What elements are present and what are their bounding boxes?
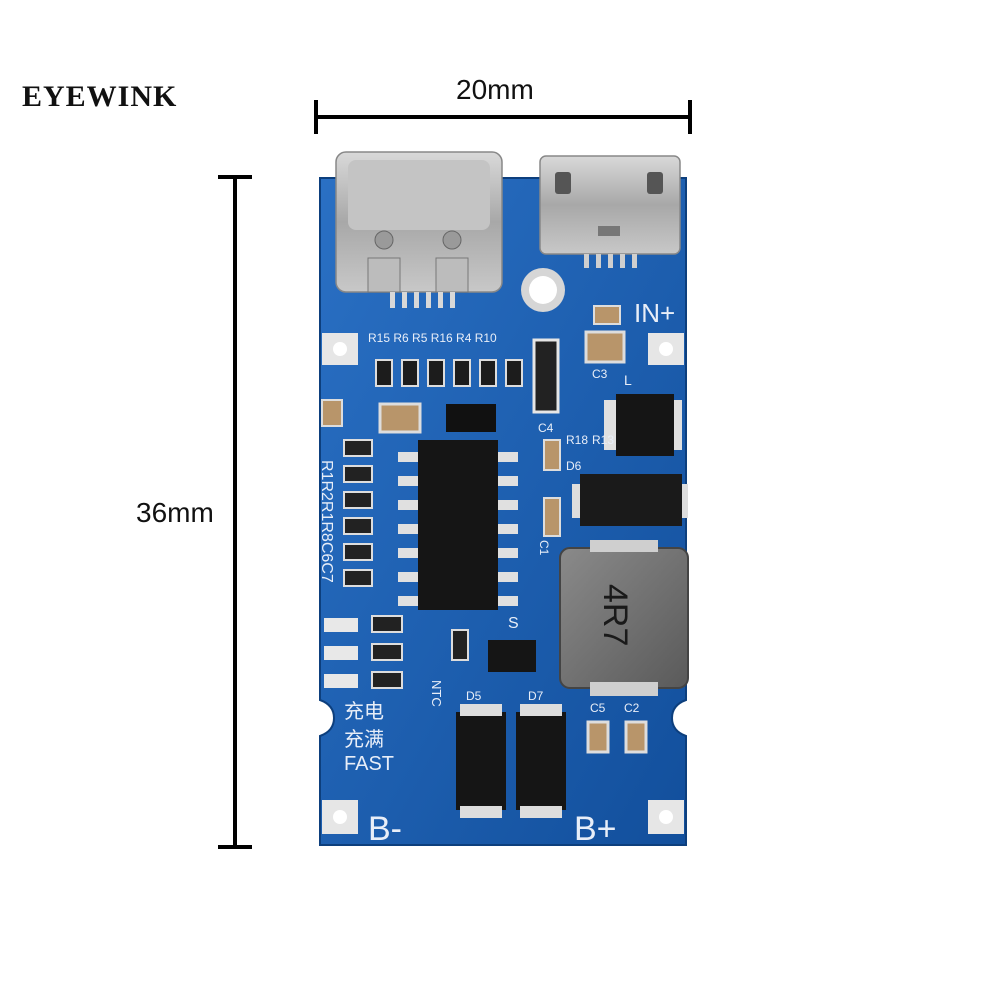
usb-c-connector bbox=[335, 151, 503, 308]
label-l: L bbox=[624, 372, 632, 388]
label-ntc: NTC bbox=[429, 680, 444, 707]
capacitor bbox=[543, 497, 561, 537]
label-full: 充满 bbox=[344, 728, 384, 751]
resistor-row bbox=[375, 359, 523, 387]
capacitor bbox=[321, 399, 343, 427]
label-in-plus: IN+ bbox=[634, 298, 675, 328]
label-b-plus: B+ bbox=[574, 810, 617, 848]
main-ic bbox=[398, 440, 518, 610]
label-c2: C2 bbox=[624, 701, 640, 715]
label-d6: D6 bbox=[566, 459, 582, 473]
sot-chip bbox=[488, 640, 536, 672]
capacitor bbox=[543, 439, 561, 471]
transistor bbox=[446, 404, 496, 432]
width-dimension-line bbox=[314, 100, 692, 134]
capacitor bbox=[584, 330, 626, 364]
label-charging: 充电 bbox=[344, 700, 384, 723]
capacitor bbox=[624, 720, 648, 754]
capacitor bbox=[586, 720, 610, 754]
sense-resistor bbox=[532, 338, 560, 414]
inductor bbox=[559, 540, 689, 696]
capacitor bbox=[593, 305, 621, 325]
label-r13: R13 bbox=[592, 433, 614, 447]
label-c4: C4 bbox=[538, 421, 554, 435]
label-d7: D7 bbox=[528, 689, 544, 703]
label-side: R1R2R1R8C6C7 bbox=[318, 460, 335, 583]
label-resistor-row: R15 R6 R5 R16 R4 R10 bbox=[368, 331, 497, 345]
schottky-diode bbox=[580, 474, 682, 526]
micro-usb-connector bbox=[539, 155, 681, 268]
diode-d5 bbox=[456, 704, 506, 818]
label-d5: D5 bbox=[466, 689, 482, 703]
mosfet bbox=[616, 394, 674, 456]
capacitor bbox=[378, 402, 422, 434]
label-r18: R18 bbox=[566, 433, 588, 447]
label-c1: C1 bbox=[537, 540, 551, 556]
label-c5: C5 bbox=[590, 701, 606, 715]
height-dimension-line bbox=[218, 175, 252, 849]
label-s: S bbox=[508, 615, 519, 632]
label-b-minus: B- bbox=[368, 810, 402, 848]
label-fast: FAST bbox=[344, 753, 394, 775]
label-c3: C3 bbox=[592, 367, 608, 381]
label-inductor: 4R7 bbox=[596, 584, 634, 646]
width-dimension-label: 20mm bbox=[456, 74, 534, 105]
led-row bbox=[324, 618, 358, 688]
diode-d7 bbox=[516, 704, 566, 818]
height-dimension-label: 36mm bbox=[136, 497, 214, 528]
left-components bbox=[343, 439, 373, 587]
brand-logo: EYEWINK bbox=[22, 80, 178, 113]
